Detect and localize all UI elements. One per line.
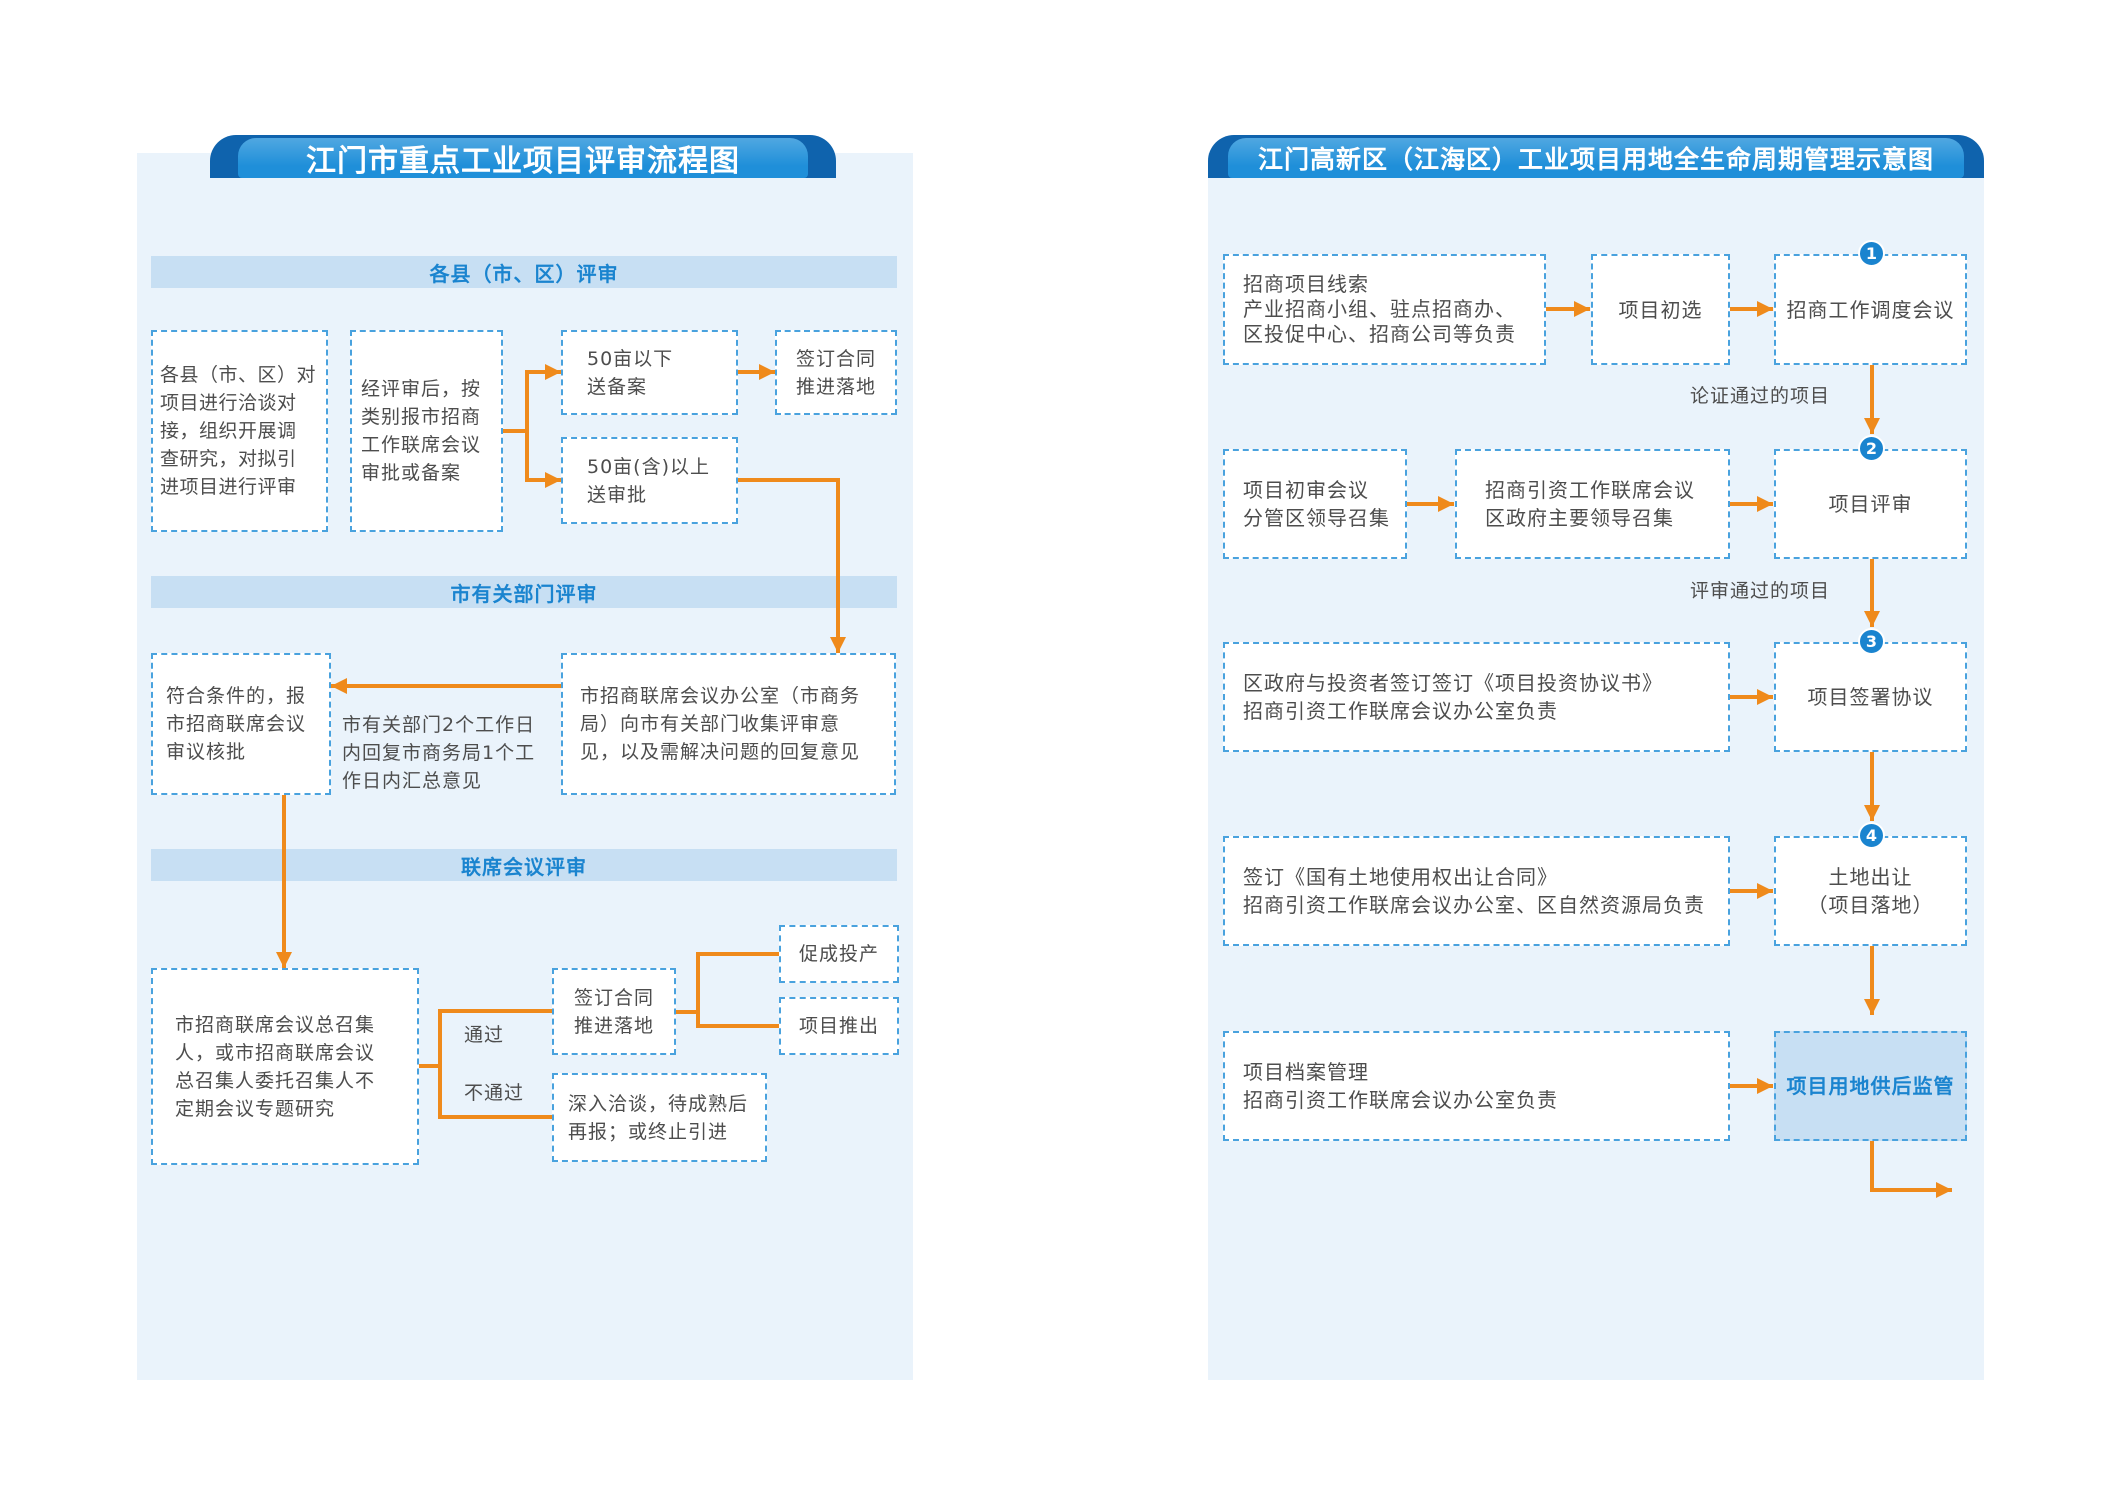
node-preliminary-review-meeting: 项目初审会议 分管区领导召集 xyxy=(1223,449,1407,559)
step-number-badge: 2 xyxy=(1858,435,1885,462)
node-project-review: 项目评审 xyxy=(1774,449,1967,559)
node-sign-contract-b: 签订合同 推进落地 xyxy=(552,968,676,1055)
node-dispatch-meeting: 招商工作调度会议 xyxy=(1774,254,1967,365)
node-under-50-mu: 50亩以下 送备案 xyxy=(561,330,738,415)
node-archive-management: 项目档案管理 招商引资工作联席会议办公室负责 xyxy=(1223,1031,1730,1141)
node-collect-opinions: 市招商联席会议办公室（市商务 局）向市有关部门收集评审意 见，以及需解决问题的回… xyxy=(561,653,896,795)
department-reply-note: 市有关部门2个工作日 内回复市商务局1个工 作日内汇总意见 xyxy=(342,714,536,792)
node-sign-agreement: 项目签署协议 xyxy=(1774,642,1967,752)
edge-label-reviewed: 评审通过的项目 xyxy=(1690,580,1831,602)
node-land-transfer: 土地出让 （项目落地） xyxy=(1774,836,1967,946)
arrow-over-50-to-collect xyxy=(738,478,846,653)
node-classify-report: 经评审后，按 类别报市招商 工作联席会议 审批或备案 xyxy=(350,330,503,532)
edge-label-fail: 不通过 xyxy=(464,1082,525,1104)
node-eligible-report: 符合条件的，报 市招商联席会议 审议核批 xyxy=(151,653,331,795)
section-county-review: 各县（市、区）评审 xyxy=(151,256,897,288)
node-initial-screening: 项目初选 xyxy=(1591,254,1730,365)
node-convener-meeting: 市招商联席会议总召集 人，或市招商联席会议 总召集人委托召集人不 定期会议专题研… xyxy=(151,968,419,1165)
node-post-supply-supervision: 项目用地供后监管 xyxy=(1774,1031,1967,1141)
node-sign-contract-a: 签订合同 推进落地 xyxy=(775,330,897,415)
edge-label-pass: 通过 xyxy=(464,1024,505,1046)
node-over-50-mu: 50亩(含)以上 送审批 xyxy=(561,437,738,524)
node-project-leads: 招商项目线索 产业招商小组、驻点招商办、 区投促中心、招商公司等负责 xyxy=(1223,254,1546,365)
left-title: 江门市重点工业项目评审流程图 xyxy=(238,138,808,178)
edge-label-demonstrated: 论证通过的项目 xyxy=(1690,385,1831,407)
node-joint-meeting: 招商引资工作联席会议 区政府主要领导召集 xyxy=(1455,449,1730,559)
node-project-exit: 项目推出 xyxy=(779,997,899,1055)
node-promote-production: 促成投产 xyxy=(779,925,899,983)
node-further-negotiation: 深入洽谈，待成熟后 再报；或终止引进 xyxy=(552,1073,767,1162)
arrow-supervision-exit xyxy=(1870,1141,1952,1198)
step-number-badge: 1 xyxy=(1858,240,1885,267)
section-city-department-review: 市有关部门评审 xyxy=(151,576,897,608)
step-number-badge: 3 xyxy=(1858,628,1885,655)
step-number-badge: 4 xyxy=(1858,822,1885,849)
section-joint-meeting-review: 联席会议评审 xyxy=(151,849,897,881)
node-investment-agreement: 区政府与投资者签订签订《项目投资协议书》 招商引资工作联席会议办公室负责 xyxy=(1223,642,1730,752)
right-title: 江门高新区（江海区）工业项目用地全生命周期管理示意图 xyxy=(1228,138,1964,178)
node-land-contract: 签订《国有土地使用权出让合同》 招商引资工作联席会议办公室、区自然资源局负责 xyxy=(1223,836,1730,946)
node-county-review: 各县（市、区）对 项目进行洽谈对 接，组织开展调 查研究，对拟引 进项目进行评审 xyxy=(151,330,328,532)
